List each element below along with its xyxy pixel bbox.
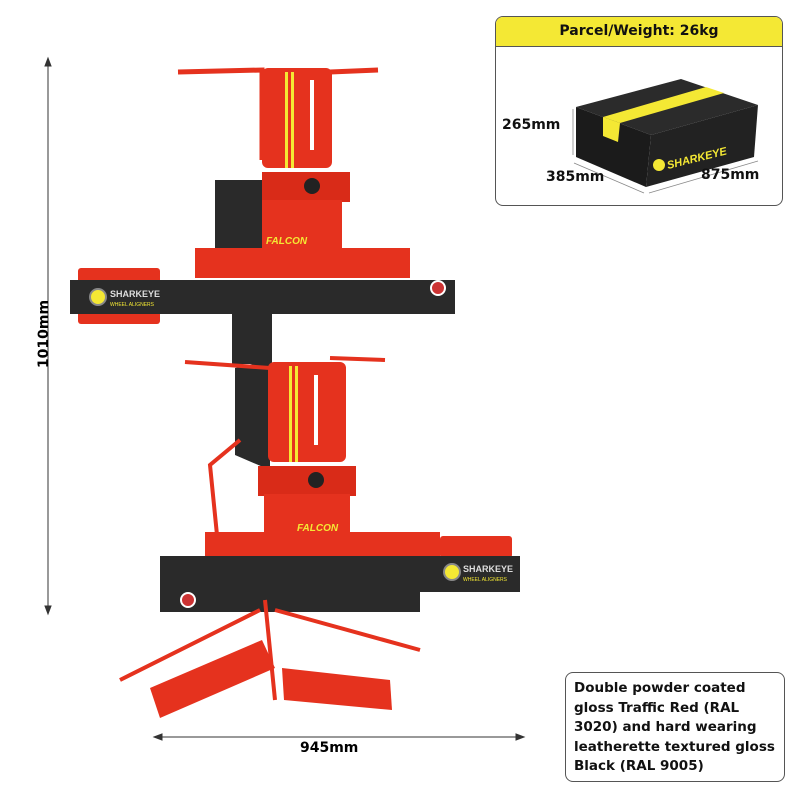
height-dimension-line (44, 56, 52, 616)
svg-text:WHEEL ALIGNERS: WHEEL ALIGNERS (463, 577, 508, 583)
height-dimension-label: 1010mm (36, 299, 52, 369)
parcel-info-panel: Parcel/Weight: 26kg SHARKEYE 265mm 385mm… (495, 16, 783, 206)
upper-clamp: FALCON SHARKEYE WHEEL ALIGNERS (70, 67, 455, 364)
svg-text:WHEEL ALIGNERS: WHEEL ALIGNERS (110, 302, 155, 308)
width-dimension-label: 945mm (300, 740, 359, 756)
svg-text:SHARKEYE: SHARKEYE (110, 289, 160, 299)
parcel-box-illustration: SHARKEYE (572, 79, 759, 194)
finish-description-panel: Double powder coated gloss Traffic Red (… (565, 672, 785, 782)
svg-text:FALCON: FALCON (297, 523, 339, 534)
parcel-weight-title: Parcel/Weight: 26kg (496, 17, 782, 47)
wheel-clamp-product-image: FALCON SHARKEYE WHEEL ALIGNERS FALCON SH… (44, 56, 526, 741)
svg-text:FALCON: FALCON (266, 236, 308, 247)
parcel-height-label: 265mm (502, 117, 561, 133)
finish-description-text: Double powder coated gloss Traffic Red (… (574, 680, 775, 774)
lower-clamp: FALCON SHARKEYE WHEEL ALIGNERS (119, 356, 520, 718)
parcel-depth-label: 385mm (546, 169, 605, 185)
width-dimension-line (152, 733, 526, 741)
svg-text:SHARKEYE: SHARKEYE (463, 564, 513, 574)
parcel-length-label: 875mm (701, 167, 760, 183)
